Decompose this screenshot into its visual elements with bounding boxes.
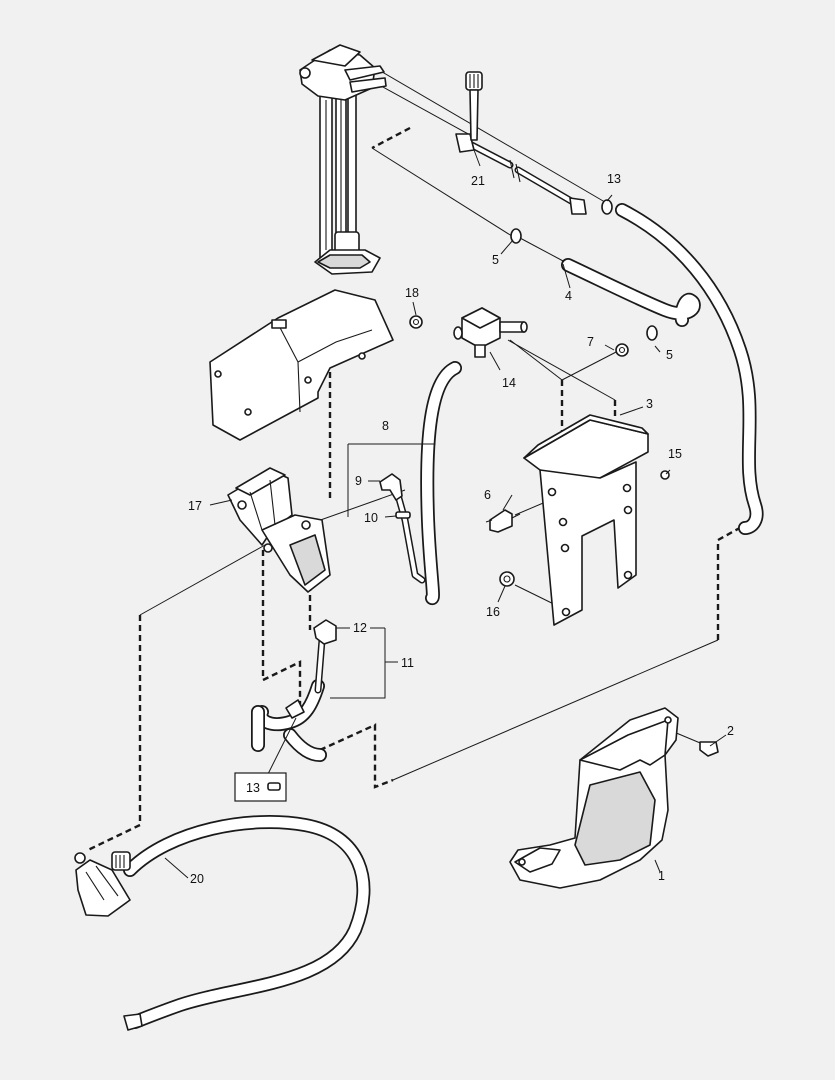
callout-12: 12 xyxy=(353,621,367,635)
callout-8: 8 xyxy=(382,419,389,433)
callout-5-lower: 5 xyxy=(666,348,673,362)
callout-13-lower: 13 xyxy=(246,781,260,795)
callout-10: 10 xyxy=(364,511,378,525)
callout-20: 20 xyxy=(190,872,204,886)
hose-8 xyxy=(394,361,462,606)
check-valve-6 xyxy=(485,509,521,533)
fuel-filter-17 xyxy=(227,467,331,593)
callout-2: 2 xyxy=(727,724,734,738)
callout-21: 21 xyxy=(471,174,485,188)
purge-valve-14 xyxy=(453,307,528,358)
clamp-10 xyxy=(395,511,411,519)
callout-16: 16 xyxy=(486,605,500,619)
hose-clamp-7 xyxy=(615,343,629,357)
bolt-2 xyxy=(699,741,719,757)
callout-15: 15 xyxy=(668,447,682,461)
callout-11: 11 xyxy=(401,656,414,670)
fuel-hose-11 xyxy=(251,636,327,762)
callout-17: 17 xyxy=(188,499,202,513)
callout-6: 6 xyxy=(484,488,491,502)
fuel-hose-assembly-20 xyxy=(74,815,371,1031)
heat-shield xyxy=(209,289,394,441)
elbow-fitting-9 xyxy=(379,473,403,501)
callout-5-upper: 5 xyxy=(492,253,499,267)
callout-18: 18 xyxy=(405,286,419,300)
nut-18 xyxy=(409,315,423,329)
callout-1: 1 xyxy=(658,869,665,883)
callout-3: 3 xyxy=(646,397,653,411)
clamp-13-top xyxy=(601,199,613,215)
callout-4: 4 xyxy=(565,289,572,303)
fuel-pump-sender-assembly xyxy=(299,44,387,275)
callout-leader-lines xyxy=(164,149,727,879)
callout-9: 9 xyxy=(355,474,362,488)
return-hose-13 xyxy=(615,203,764,535)
hose-clamp-5 xyxy=(510,228,658,341)
nut-16 xyxy=(499,571,515,587)
hose-4 xyxy=(561,258,701,327)
callout-7: 7 xyxy=(587,335,594,349)
callout-13-top: 13 xyxy=(607,172,621,186)
clamp-11-fitting xyxy=(285,699,305,719)
fuel-line-21 xyxy=(455,71,587,215)
fuel-tank-1 xyxy=(509,707,679,889)
callouts: 1 2 3 4 5 5 6 7 8 9 10 11 12 13 13 14 15… xyxy=(188,172,734,886)
mounting-bracket-3 xyxy=(523,414,649,626)
elbow-connector-12 xyxy=(313,619,337,645)
callout-14: 14 xyxy=(502,376,516,390)
